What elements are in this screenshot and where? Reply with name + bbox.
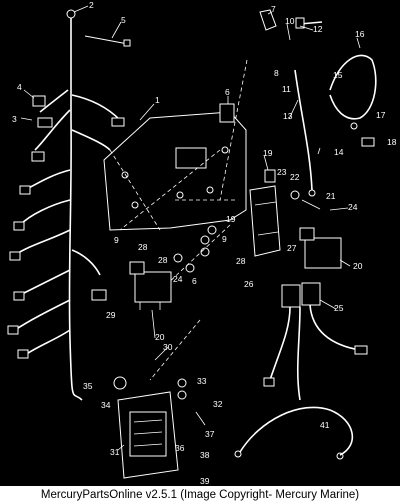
callout-16: 16	[355, 29, 365, 39]
ignition-module	[117, 391, 179, 479]
copyright-caption: MercuryPartsOnline v2.5.1 (Image Copyrig…	[0, 486, 400, 504]
callout-14: 14	[334, 147, 344, 157]
callout-41: 41	[320, 420, 330, 430]
callout-19b: 19	[226, 214, 236, 224]
callout-6b: 6	[192, 276, 197, 286]
callout-28c: 28	[236, 256, 246, 266]
wire-harness	[14, 9, 121, 401]
callout-34: 34	[101, 400, 111, 410]
callout-19a: 19	[263, 148, 273, 158]
cable-16	[329, 54, 377, 120]
callout-23: 23	[277, 167, 287, 177]
callout-5: 5	[121, 15, 126, 25]
callout-28b: 28	[158, 255, 168, 265]
callout-7: 7	[271, 4, 276, 14]
callout-36: 36	[175, 443, 185, 453]
callout-30: 30	[163, 342, 173, 352]
callout-9b: 9	[222, 234, 227, 244]
callout-12: 12	[313, 24, 323, 34]
callout-20b: 20	[155, 332, 165, 342]
cable-tie	[84, 35, 131, 47]
callout-4: 4	[17, 82, 22, 92]
cable-12	[295, 17, 323, 29]
callout-3: 3	[12, 114, 17, 124]
callout-24b: 24	[173, 274, 183, 284]
callout-9a: 9	[114, 235, 119, 245]
callout-29: 29	[106, 310, 116, 320]
callout-39: 39	[200, 476, 210, 484]
terminal-parts	[350, 122, 375, 147]
callout-25: 25	[334, 303, 344, 313]
callout-31: 31	[110, 447, 120, 457]
callout-35: 35	[83, 381, 93, 391]
callout-26: 26	[244, 279, 254, 289]
parts-diagram: 1 2 3 4 5 6 6 7 8 9 9 10 11 12 13 14 15 …	[7, 0, 397, 484]
small-fasteners	[91, 9, 300, 400]
callout-32: 32	[213, 399, 223, 409]
relay-pair-harness	[263, 282, 368, 401]
relay-right	[299, 227, 342, 269]
callout-20a: 20	[353, 261, 363, 271]
callout-18: 18	[387, 137, 397, 147]
cable-13	[294, 69, 316, 197]
callout-11: 11	[282, 84, 291, 94]
callout-33: 33	[197, 376, 207, 386]
leader-lines	[20, 5, 361, 451]
callout-17: 17	[376, 110, 386, 120]
callout-10: 10	[285, 16, 295, 26]
callout-22: 22	[290, 172, 300, 182]
callout-2: 2	[89, 0, 94, 10]
callout-6a: 6	[225, 87, 230, 97]
callout-21: 21	[326, 191, 336, 201]
callout-28a: 28	[138, 242, 148, 252]
mounting-plate	[103, 111, 247, 231]
callout-labels: 1 2 3 4 5 6 6 7 8 9 9 10 11 12 13 14 15 …	[12, 0, 397, 484]
cable-41	[234, 406, 354, 460]
callout-8: 8	[274, 68, 279, 78]
bracket	[249, 185, 281, 257]
relay-left	[129, 261, 172, 310]
harness-connectors	[7, 95, 125, 359]
callout-1: 1	[155, 95, 160, 105]
callout-27: 27	[287, 243, 297, 253]
callout-38: 38	[200, 450, 210, 460]
callout-15: 15	[333, 70, 343, 80]
callout-13: 13	[283, 111, 293, 121]
callout-37: 37	[205, 429, 215, 439]
callout-24a: 24	[348, 202, 358, 212]
